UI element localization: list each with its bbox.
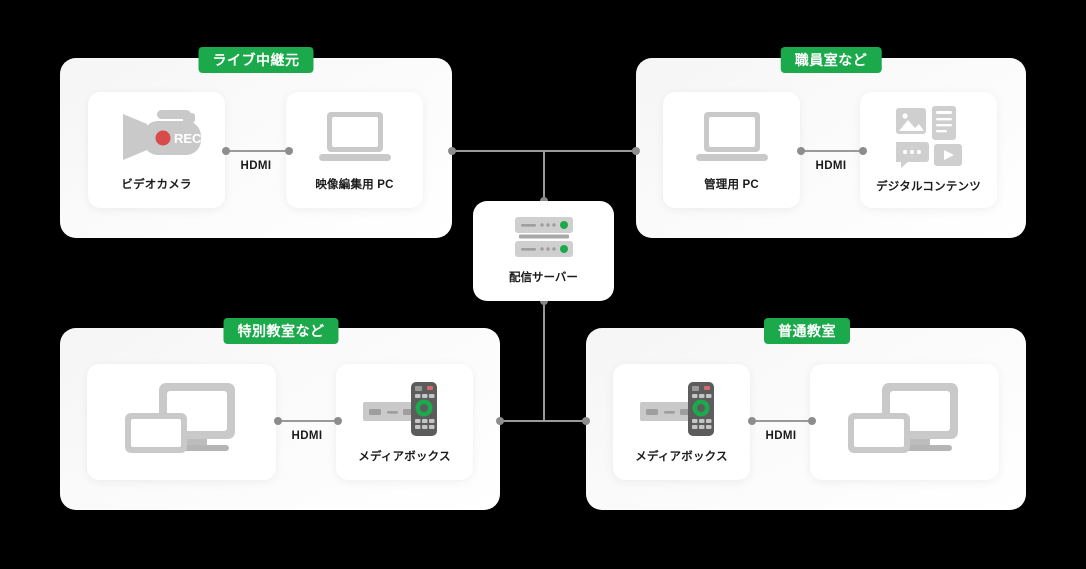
svg-text:REC: REC bbox=[174, 131, 202, 146]
laptop-icon bbox=[315, 108, 395, 166]
connector-dot bbox=[859, 147, 867, 155]
backbone-dot-top-left bbox=[448, 147, 456, 155]
backbone-line-bottom bbox=[500, 420, 586, 422]
card-label-distribution-server: 配信サーバー bbox=[509, 272, 578, 284]
connector-dot bbox=[285, 147, 293, 155]
card-media-box-right[interactable]: メディアボックス bbox=[613, 364, 750, 480]
connector-line-hdmi-special bbox=[278, 420, 338, 422]
card-label-digital-content: デジタルコンテンツ bbox=[876, 181, 981, 193]
card-label-admin-pc: 管理用 PC bbox=[704, 179, 759, 191]
connector-label-hdmi-special: HDMI bbox=[291, 430, 323, 442]
backbone-dot-bottom-left bbox=[496, 417, 504, 425]
backbone-dot-server-bottom bbox=[540, 297, 548, 305]
connector-dot bbox=[808, 417, 816, 425]
media-box-icon bbox=[362, 380, 447, 438]
card-digital-content[interactable]: デジタルコンテンツ bbox=[860, 92, 997, 208]
connector-label-hdmi-regular: HDMI bbox=[765, 430, 797, 442]
card-distribution-server[interactable]: 配信サーバー bbox=[473, 201, 614, 301]
laptop-icon bbox=[692, 108, 772, 166]
card-display-left[interactable] bbox=[87, 364, 276, 480]
card-video-camera[interactable]: REC ビデオカメラ bbox=[88, 92, 225, 208]
backbone-line-server-up bbox=[543, 151, 545, 201]
connector-dot bbox=[274, 417, 282, 425]
card-label-editing-pc: 映像編集用 PC bbox=[315, 179, 394, 191]
card-editing-pc[interactable]: 映像編集用 PC bbox=[286, 92, 423, 208]
panel-badge-regular-classroom: 普通教室 bbox=[764, 318, 850, 344]
server-rack-icon bbox=[514, 217, 573, 257]
card-admin-pc[interactable]: 管理用 PC bbox=[663, 92, 800, 208]
card-label-video-camera: ビデオカメラ bbox=[121, 179, 192, 191]
media-box-icon bbox=[639, 380, 724, 438]
backbone-dot-bottom-right bbox=[582, 417, 590, 425]
connector-dot bbox=[797, 147, 805, 155]
connector-label-hdmi-staff: HDMI bbox=[815, 160, 847, 172]
backbone-line-server-down bbox=[543, 301, 545, 422]
card-display-right[interactable] bbox=[810, 364, 999, 480]
display-tablet-icon bbox=[844, 379, 966, 455]
panel-badge-staff-room: 職員室など bbox=[780, 47, 882, 73]
connector-line-hdmi-live bbox=[226, 150, 289, 152]
card-label-media-box-right: メディアボックス bbox=[635, 451, 728, 463]
connector-line-hdmi-regular bbox=[752, 420, 812, 422]
connector-label-hdmi-live: HDMI bbox=[240, 160, 272, 172]
panel-badge-live-source: ライブ中継元 bbox=[198, 47, 314, 73]
connector-dot bbox=[748, 417, 756, 425]
display-tablet-icon bbox=[121, 379, 243, 455]
backbone-dot-top-right bbox=[632, 147, 640, 155]
connector-line-hdmi-staff bbox=[801, 150, 863, 152]
card-label-media-box-left: メディアボックス bbox=[358, 451, 451, 463]
connector-dot bbox=[334, 417, 342, 425]
connector-dot bbox=[222, 147, 230, 155]
digital-content-icon bbox=[895, 106, 962, 168]
card-media-box-left[interactable]: メディアボックス bbox=[336, 364, 473, 480]
video-camera-icon: REC bbox=[111, 108, 203, 166]
panel-badge-special-classroom: 特別教室など bbox=[223, 318, 339, 344]
